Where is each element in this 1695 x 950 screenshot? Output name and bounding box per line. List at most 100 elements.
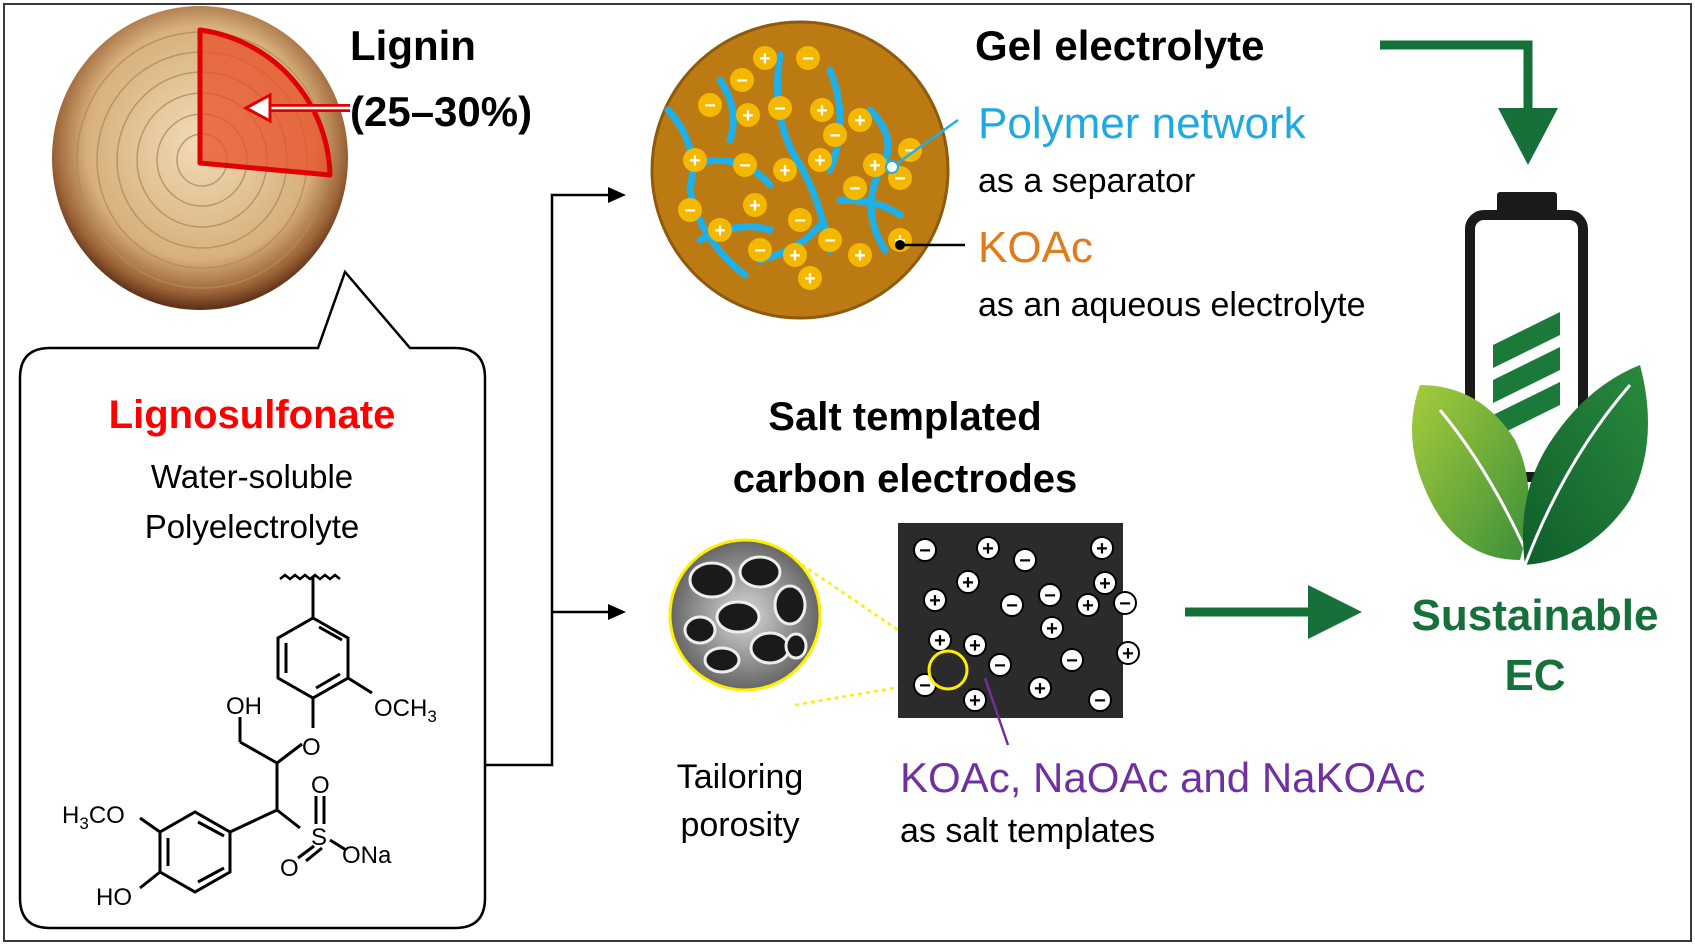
koac-desc: as an aqueous electrolyte xyxy=(978,286,1365,324)
gel-ion-minus-1: − xyxy=(796,46,820,70)
salt-ion-plus-4-sign: + xyxy=(962,572,974,594)
gel-disc: +−−−+−++−+−+−++−−++−−−++++− xyxy=(650,20,950,320)
gel-ion-minus-10-sign: − xyxy=(894,168,906,190)
salt-ion-minus-0: − xyxy=(913,538,937,562)
result-line-1: Sustainable xyxy=(1412,591,1659,640)
salt-ion-minus-2-circle xyxy=(1013,548,1037,572)
gel-ion-plus-0: + xyxy=(753,46,777,70)
gel-ions: +−−−+−++−+−+−++−−++−−−++++− xyxy=(678,46,922,290)
salt-ion-plus-9: + xyxy=(1076,593,1100,617)
label-h3co-sub: 3 xyxy=(79,814,88,833)
pore-image-border xyxy=(668,538,822,692)
salt-ion-plus-6-circle xyxy=(923,588,947,612)
arrow-to-carbon xyxy=(608,604,626,620)
label-o-top: O xyxy=(311,772,330,799)
gel-ion-minus-1-sign: − xyxy=(802,48,814,70)
gel-ion-minus-26-sign: − xyxy=(824,230,836,252)
gel-ion-minus-8: − xyxy=(823,123,847,147)
label-oh: OH xyxy=(226,693,262,720)
salt-ion-minus-8: − xyxy=(1038,583,1062,607)
salt-ion-plus-18-circle xyxy=(963,688,987,712)
label-h3co: H3CO xyxy=(62,802,125,833)
label-och3: OCH3 xyxy=(374,695,437,726)
gel-ion-plus-18-circle xyxy=(708,218,732,242)
battery-bars xyxy=(1493,312,1560,438)
arrow-to-gel xyxy=(608,187,626,203)
salt-ion-plus-16: + xyxy=(1116,641,1140,665)
leaf-right xyxy=(1523,365,1648,565)
salt-ion-plus-5-circle xyxy=(1093,571,1117,595)
salt-ion-plus-19-sign: + xyxy=(1034,678,1046,700)
gel-ion-plus-0-sign: + xyxy=(759,48,771,70)
gel-ion-minus-12-circle xyxy=(733,153,757,177)
salt-ion-plus-4-circle xyxy=(956,570,980,594)
gel-ion-plus-13-sign: + xyxy=(779,160,791,182)
label-s: S xyxy=(311,824,327,851)
salt-ion-minus-14-sign: − xyxy=(994,655,1006,677)
koac-label: KOAc xyxy=(978,223,1093,272)
zoom-circle xyxy=(927,649,969,691)
salt-ion-minus-20-circle xyxy=(1088,688,1112,712)
tailoring-line-2: porosity xyxy=(680,806,799,844)
gel-ion-minus-16-sign: − xyxy=(904,140,916,162)
gel-ion-minus-16: − xyxy=(898,138,922,162)
gel-ion-plus-7: + xyxy=(848,108,872,132)
label-h3co-co: CO xyxy=(89,802,125,829)
koac-callout-dot xyxy=(895,240,905,250)
gel-ion-plus-24-circle xyxy=(798,266,822,290)
lignosulfonate-title: Lignosulfonate xyxy=(109,393,396,437)
gel-ion-plus-9-circle xyxy=(863,153,887,177)
salt-ion-plus-13-circle xyxy=(963,633,987,657)
gel-ion-plus-17-sign: + xyxy=(749,195,761,217)
salt-ion-minus-20-sign: − xyxy=(1094,690,1106,712)
salt-ion-minus-15: − xyxy=(1060,648,1084,672)
gel-ion-minus-2: − xyxy=(730,68,754,92)
salt-ion-plus-5-sign: + xyxy=(1099,573,1111,595)
salt-ion-minus-20: − xyxy=(1088,688,1112,712)
gel-ion-minus-15-circle xyxy=(843,176,867,200)
lignosulfonate-desc-1: Water-soluble xyxy=(151,458,353,495)
salt-ion-minus-10: − xyxy=(1113,591,1137,615)
green-bent-arrow-shaft xyxy=(1380,40,1533,110)
pores xyxy=(683,555,808,674)
gel-ion-plus-14-sign: + xyxy=(814,150,826,172)
salt-ion-minus-7-sign: − xyxy=(1006,595,1018,617)
salt-template-panel: −+−++++−−+−+++−−+−++− xyxy=(898,523,1140,718)
gel-ion-minus-16-circle xyxy=(898,138,922,162)
gel-ion-minus-3-circle xyxy=(698,93,722,117)
salt-ion-plus-3: + xyxy=(1090,536,1114,560)
gel-ion-minus-21-sign: − xyxy=(754,240,766,262)
green-arrow-head xyxy=(1308,585,1362,639)
salt-ion-plus-18: + xyxy=(963,688,987,712)
leaf-icons xyxy=(1412,365,1648,566)
gel-ion-plus-23: + xyxy=(848,243,872,267)
gel-ion-plus-17: + xyxy=(743,193,767,217)
porous-carbon-image xyxy=(668,538,822,692)
structure-labels: OH OCH3 O H3CO HO S O O ONa xyxy=(62,693,437,911)
lignosulfonate-desc-2: Polyelectrolyte xyxy=(145,508,360,545)
salt-ion-plus-11-circle xyxy=(1040,616,1064,640)
polymer-callout-line xyxy=(891,118,959,169)
gel-ion-plus-13-circle xyxy=(773,158,797,182)
salt-ion-minus-10-sign: − xyxy=(1119,593,1131,615)
gel-ion-plus-6-sign: + xyxy=(816,100,828,122)
gel-ion-minus-26: − xyxy=(818,228,842,252)
salt-ion-minus-0-circle xyxy=(913,538,937,562)
green-arrows xyxy=(1185,40,1558,639)
gel-ion-minus-5: − xyxy=(768,96,792,120)
salt-ion-plus-16-circle xyxy=(1116,641,1140,665)
polymer-label: Polymer network xyxy=(978,99,1307,148)
gel-ion-minus-12: − xyxy=(733,153,757,177)
gel-ion-plus-7-circle xyxy=(848,108,872,132)
salt-ion-plus-9-circle xyxy=(1076,593,1100,617)
label-och3-main: OCH xyxy=(374,695,427,722)
salt-ion-plus-6: + xyxy=(923,588,947,612)
gel-ion-plus-9: + xyxy=(863,153,887,177)
salt-ion-plus-3-sign: + xyxy=(1096,538,1108,560)
salts-label: KOAc, NaOAc and NaKOAc xyxy=(900,754,1425,801)
gel-ion-minus-19: − xyxy=(678,198,702,222)
salt-ion-plus-18-sign: + xyxy=(969,690,981,712)
carbon-title-1: Salt templated xyxy=(768,395,1041,439)
green-bent-arrow-head xyxy=(1498,108,1558,165)
frame-border xyxy=(3,3,1692,942)
